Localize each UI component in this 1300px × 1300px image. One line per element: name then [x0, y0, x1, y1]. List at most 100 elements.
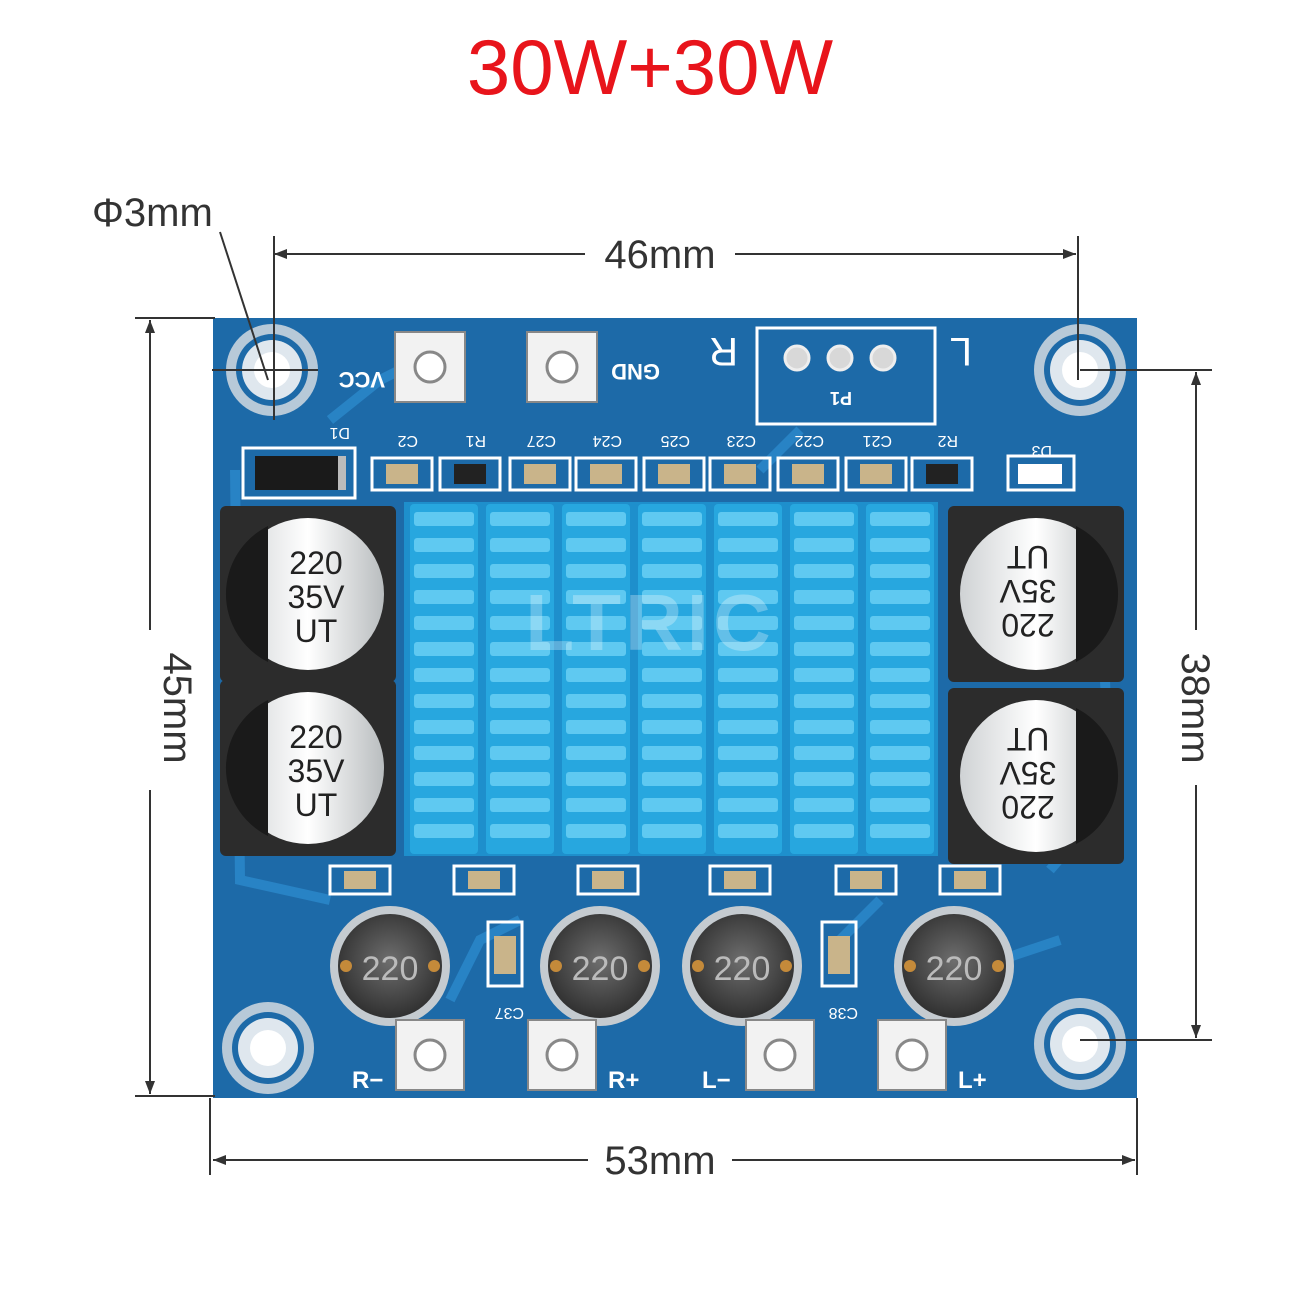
heatsink-fin	[490, 824, 550, 838]
inductor-220: 220	[540, 906, 660, 1026]
heatsink-fin	[870, 642, 930, 656]
heatsink-fin	[642, 746, 702, 760]
dim-hole-leader	[219, 231, 269, 381]
label-channel-l: L	[950, 329, 972, 373]
terminal-l-plus-label: L+	[958, 1067, 987, 1094]
page-title: 30W+30W	[466, 23, 834, 111]
heatsink-fin	[870, 538, 930, 552]
heatsink-fin	[718, 694, 778, 708]
heatsink-fin	[490, 694, 550, 708]
heatsink-fin	[642, 564, 702, 578]
capacitor-text: 220	[289, 719, 342, 755]
label-d1: D1	[329, 424, 350, 441]
inductor-text: 220	[362, 950, 419, 988]
terminal-l-plus: L+	[877, 1019, 987, 1094]
smd-c23: C23	[708, 432, 772, 492]
watermark: LTRIC	[525, 578, 775, 667]
heatsink-fin	[870, 616, 930, 630]
heatsink-fin	[870, 772, 930, 786]
heatsink-fin	[642, 590, 702, 604]
dim-label-hole-height: 38mm	[1173, 652, 1217, 763]
heatsink-fin	[414, 590, 474, 604]
heatsink-fin	[870, 746, 930, 760]
mounting-hole	[222, 1002, 314, 1094]
dim-label-hole: Φ3mm	[92, 191, 213, 235]
heatsink-fin	[490, 772, 550, 786]
capacitor-text: 220	[289, 545, 342, 581]
heatsink-fin	[490, 564, 550, 578]
heatsink-fin	[566, 616, 626, 630]
heatsink-fin	[414, 824, 474, 838]
label-vcc: VCC	[338, 367, 385, 392]
dim-label-board-height: 45mm	[155, 652, 199, 763]
heatsink-fin	[642, 720, 702, 734]
heatsink-fin	[718, 564, 778, 578]
capacitor-text: 35V	[999, 755, 1057, 791]
label-c23: C23	[727, 432, 756, 449]
label-c21: C21	[863, 432, 892, 449]
heatsink-fin	[794, 694, 854, 708]
heatsink-fin	[870, 668, 930, 682]
smd-c25: C25	[642, 432, 706, 492]
inductor-text: 220	[926, 950, 983, 988]
heatsink-fin	[566, 694, 626, 708]
heatsink-fin	[414, 798, 474, 812]
capacitor-text: UT	[1007, 721, 1050, 757]
label-r2: R2	[937, 432, 958, 449]
dim-label-hole-width: 46mm	[604, 233, 715, 277]
heatsink-fin	[490, 512, 550, 526]
heatsink-fin	[414, 538, 474, 552]
smd-c24: C24	[574, 432, 638, 492]
capacitor-text: UT	[295, 613, 338, 649]
smd-r2: R2	[910, 432, 974, 492]
heatsink-fin	[566, 798, 626, 812]
label-c22: C22	[795, 432, 824, 449]
heatsink-fin	[490, 642, 550, 656]
heatsink-fin	[870, 824, 930, 838]
inductor-220: 220	[682, 906, 802, 1026]
inductors: 220 220 220 220	[330, 906, 1014, 1026]
heatsink-fin	[718, 512, 778, 526]
heatsink-fin	[566, 824, 626, 838]
capacitor-text: 35V	[999, 573, 1057, 609]
capacitor-text: 220	[1001, 789, 1054, 825]
terminal-l-minus: L−	[702, 1019, 815, 1094]
heatsink-fin	[794, 746, 854, 760]
heatsink-fin	[794, 798, 854, 812]
heatsink-fin	[870, 720, 930, 734]
capacitor-text: UT	[295, 787, 338, 823]
smd-component	[576, 864, 640, 896]
heatsink-fin	[642, 642, 702, 656]
inductor-text: 220	[572, 950, 629, 988]
smd-component	[328, 864, 392, 896]
heatsink-fin	[642, 824, 702, 838]
heatsink-fin	[490, 720, 550, 734]
heatsink-fin	[642, 772, 702, 786]
heatsink-fin	[490, 798, 550, 812]
diode-d1: D1	[241, 424, 357, 500]
terminal-gnd: GND	[526, 331, 660, 403]
label-r1: R1	[465, 432, 486, 449]
capacitor-text: 35V	[288, 579, 346, 615]
heatsink-fin	[490, 590, 550, 604]
smd-r1: R1	[438, 432, 502, 492]
diode-d3: D3	[1006, 442, 1076, 492]
heatsink-fin	[794, 616, 854, 630]
heatsink-fin	[566, 746, 626, 760]
heatsink-fin	[414, 694, 474, 708]
heatsink-fin	[870, 694, 930, 708]
heatsink-fin	[414, 642, 474, 656]
heatsink-fin	[870, 590, 930, 604]
heatsink-fin	[718, 538, 778, 552]
heatsink-fin	[794, 512, 854, 526]
smd-c22: C22	[776, 432, 840, 492]
terminal-l-minus-label: L−	[702, 1067, 731, 1094]
heatsink-fin	[642, 694, 702, 708]
heatsink-fin	[794, 720, 854, 734]
heatsink-fin	[414, 772, 474, 786]
heatsink-fin	[414, 668, 474, 682]
